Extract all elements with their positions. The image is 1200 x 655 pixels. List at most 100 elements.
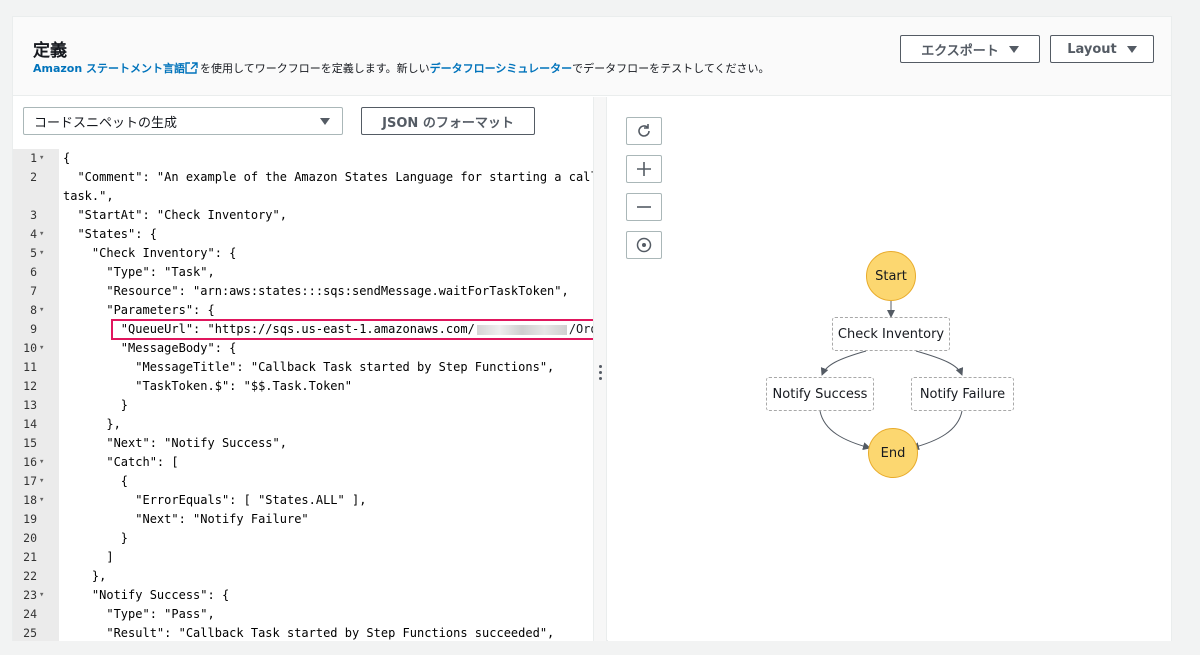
export-button-label: エクスポート <box>921 43 999 59</box>
fold-toggle-icon[interactable]: ▾ <box>39 457 45 467</box>
layout-button[interactable]: Layout <box>1050 35 1154 63</box>
code-line[interactable]: 6 "Type": "Task", <box>13 263 593 282</box>
fold-toggle-icon[interactable]: ▾ <box>39 153 45 163</box>
fold-toggle-icon[interactable]: ▾ <box>39 305 45 315</box>
code-line[interactable]: 19 "Next": "Notify Failure" <box>13 510 593 529</box>
code-text: "Type": "Pass", <box>63 607 215 621</box>
code-text: } <box>63 531 129 545</box>
line-number: 15 <box>23 436 37 450</box>
graph-edges <box>819 301 964 451</box>
code-line[interactable]: 23▾ "Notify Success": { <box>13 586 593 605</box>
line-number: 22 <box>23 569 37 583</box>
data-flow-simulator-link[interactable]: データフローシミュレーター <box>429 62 573 75</box>
notify-success-node[interactable]: Notify Success <box>766 377 874 411</box>
code-line[interactable]: 4▾ "States": { <box>13 225 593 244</box>
line-number: 3 <box>30 208 37 222</box>
center-icon <box>636 237 652 253</box>
asl-link[interactable]: Amazon ステートメント言語 <box>33 62 186 75</box>
line-number: 9 <box>30 322 37 336</box>
code-line[interactable]: 5▾ "Check Inventory": { <box>13 244 593 263</box>
line-number: 24 <box>23 607 37 621</box>
caret-down-icon <box>320 118 330 125</box>
code-line[interactable]: 14 }, <box>13 415 593 434</box>
code-line[interactable]: 18▾ "ErrorEquals": [ "States.ALL" ], <box>13 491 593 510</box>
caret-down-icon <box>1008 45 1019 53</box>
pane-splitter[interactable] <box>593 97 607 641</box>
code-line[interactable]: 15 "Next": "Notify Success", <box>13 434 593 453</box>
code-line[interactable]: 20 } <box>13 529 593 548</box>
external-link-icon[interactable] <box>185 62 198 74</box>
code-line[interactable]: 24 "Type": "Pass", <box>13 605 593 624</box>
code-line[interactable]: 17▾ { <box>13 472 593 491</box>
code-line[interactable]: 25 "Result": "Callback Task started by S… <box>13 624 593 641</box>
drag-handle-icon[interactable] <box>599 365 602 383</box>
code-line[interactable]: task.", <box>13 187 593 206</box>
code-text: }, <box>63 417 121 431</box>
code-text: "ErrorEquals": [ "States.ALL" ], <box>63 493 367 507</box>
line-number: 21 <box>23 550 37 564</box>
line-number: 8 <box>30 303 37 317</box>
code-line[interactable]: 22 }, <box>13 567 593 586</box>
redacted-account-id <box>476 325 567 335</box>
definition-panel: 定義 Amazon ステートメント言語を使用してワークフローを定義します。新しい… <box>12 16 1172 641</box>
refresh-button[interactable] <box>626 117 662 145</box>
line-number: 12 <box>23 379 37 393</box>
code-line[interactable]: 7 "Resource": "arn:aws:states:::sqs:send… <box>13 282 593 301</box>
line-number: 17 <box>23 474 37 488</box>
snippet-select-value: コードスニペットの生成 <box>34 115 178 131</box>
code-text: "TaskToken.$": "$$.Task.Token" <box>63 379 352 393</box>
center-button[interactable] <box>626 231 662 259</box>
code-text: "States": { <box>63 227 157 241</box>
check-inventory-node[interactable]: Check Inventory <box>832 317 950 351</box>
line-number: 20 <box>23 531 37 545</box>
fold-toggle-icon[interactable]: ▾ <box>39 248 45 258</box>
end-node[interactable]: End <box>868 428 918 478</box>
code-text: "Check Inventory": { <box>63 246 237 260</box>
code-line[interactable]: 9 "QueueUrl": "https://sqs.us-east-1.ama… <box>13 320 593 339</box>
code-editor-pane: コードスニペットの生成 JSON のフォーマット 1▾{2 "Comment":… <box>13 97 593 641</box>
snippet-select[interactable]: コードスニペットの生成 <box>23 107 343 135</box>
fold-toggle-icon[interactable]: ▾ <box>39 476 45 486</box>
zoom-out-button[interactable] <box>626 193 662 221</box>
code-line[interactable]: 3 "StartAt": "Check Inventory", <box>13 206 593 225</box>
code-text: "Notify Success": { <box>63 588 230 602</box>
start-node[interactable]: Start <box>866 251 916 301</box>
format-json-button[interactable]: JSON のフォーマット <box>361 107 535 135</box>
code-line[interactable]: 13 } <box>13 396 593 415</box>
code-text: "MessageTitle": "Callback Task started b… <box>63 360 555 374</box>
code-line[interactable]: 21 ] <box>13 548 593 567</box>
fold-toggle-icon[interactable]: ▾ <box>39 495 45 505</box>
code-line[interactable]: 10▾ "MessageBody": { <box>13 339 593 358</box>
code-line[interactable]: 2 "Comment": "An example of the Amazon S… <box>13 168 593 187</box>
fold-toggle-icon[interactable]: ▾ <box>39 343 45 353</box>
line-number: 18 <box>23 493 37 507</box>
line-number: 25 <box>23 626 37 640</box>
code-line[interactable]: 12 "TaskToken.$": "$$.Task.Token" <box>13 377 593 396</box>
code-text: { <box>63 474 129 488</box>
line-number: 10 <box>23 341 37 355</box>
fold-toggle-icon[interactable]: ▾ <box>39 229 45 239</box>
layout-button-label: Layout <box>1067 41 1117 57</box>
code-line[interactable]: 11 "MessageTitle": "Callback Task starte… <box>13 358 593 377</box>
queue-url-suffix: /Orders" <box>568 322 593 336</box>
line-number: 2 <box>30 170 37 184</box>
notify-failure-node[interactable]: Notify Failure <box>911 377 1014 411</box>
line-number: 13 <box>23 398 37 412</box>
code-area[interactable]: 1▾{2 "Comment": "An example of the Amazo… <box>13 149 593 641</box>
description: Amazon ステートメント言語を使用してワークフローを定義します。新しいデータ… <box>33 60 770 76</box>
code-text: "Parameters": { <box>63 303 215 317</box>
line-number: 6 <box>30 265 37 279</box>
code-text: "Type": "Task", <box>63 265 215 279</box>
code-line[interactable]: 1▾{ <box>13 149 593 168</box>
code-line[interactable]: 16▾ "Catch": [ <box>13 453 593 472</box>
export-button[interactable]: エクスポート <box>900 35 1040 63</box>
code-line[interactable]: 8▾ "Parameters": { <box>13 301 593 320</box>
zoom-in-button[interactable] <box>626 155 662 183</box>
code-text: "Resource": "arn:aws:states:::sqs:sendMe… <box>63 284 569 298</box>
code-text: task.", <box>63 189 114 203</box>
code-text: "MessageBody": { <box>63 341 237 355</box>
queue-url-highlight <box>111 319 593 340</box>
fold-toggle-icon[interactable]: ▾ <box>39 590 45 600</box>
panel-header: 定義 Amazon ステートメント言語を使用してワークフローを定義します。新しい… <box>13 17 1171 96</box>
line-number: 23 <box>23 588 37 602</box>
